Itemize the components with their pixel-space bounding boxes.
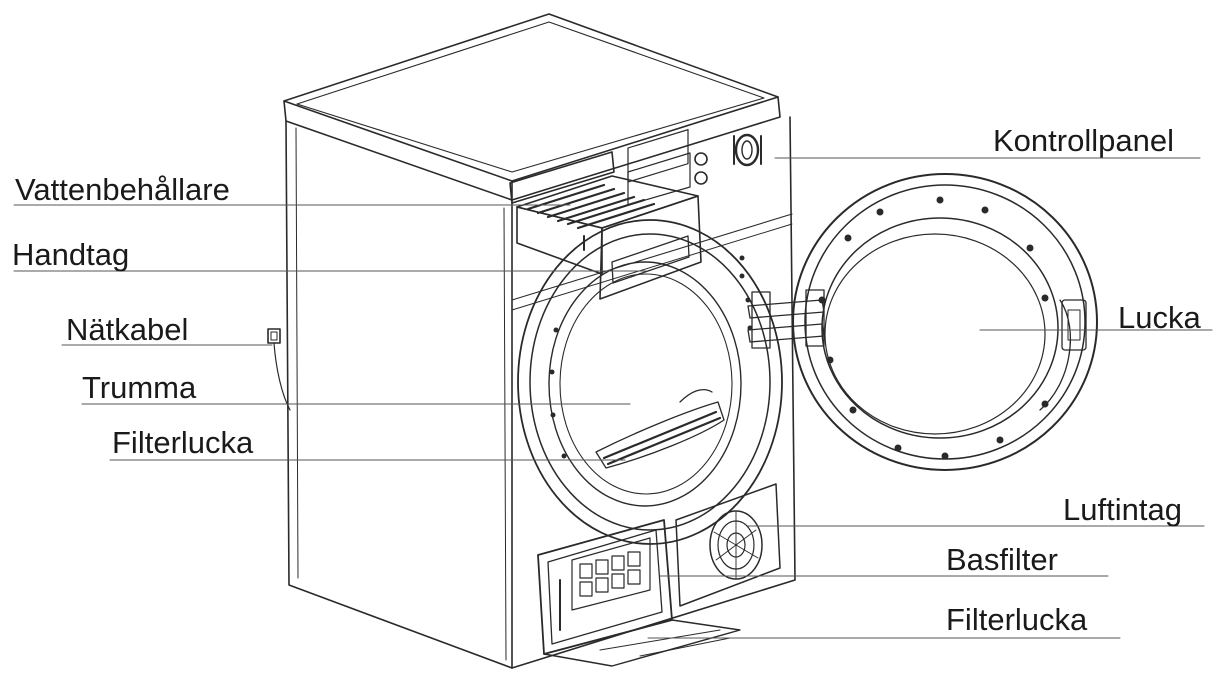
water-container-handle [611,235,690,284]
door-hinge [747,289,825,349]
label-luftintag: Luftintag [1063,492,1182,527]
label-filterlucka-lower: Filterlucka [946,602,1088,637]
panel-button-bottom-icon [694,171,708,185]
program-knob-icon [734,133,760,167]
air-intake [675,483,781,607]
label-kontrollpanel: Kontrollpanel [993,123,1174,158]
dryer-body [267,13,796,669]
label-lucka: Lucka [1118,300,1201,335]
door [792,173,1098,471]
label-natkabel: Nätkabel [66,312,189,347]
label-handtag: Handtag [12,237,130,272]
drum-lint-filter [595,401,725,469]
leader-lines [13,157,1213,639]
label-trumma: Trumma [82,370,197,405]
base-filter [537,519,673,655]
label-basfilter: Basfilter [946,542,1058,577]
control-panel [509,129,762,206]
label-vattenbehallare: Vattenbehållare [15,172,230,207]
filter-flap-lower [543,619,741,667]
power-cord-socket [267,328,281,344]
water-container [516,175,702,300]
panel-button-top-icon [694,152,708,166]
label-filterlucka-upper: Filterlucka [112,425,254,460]
